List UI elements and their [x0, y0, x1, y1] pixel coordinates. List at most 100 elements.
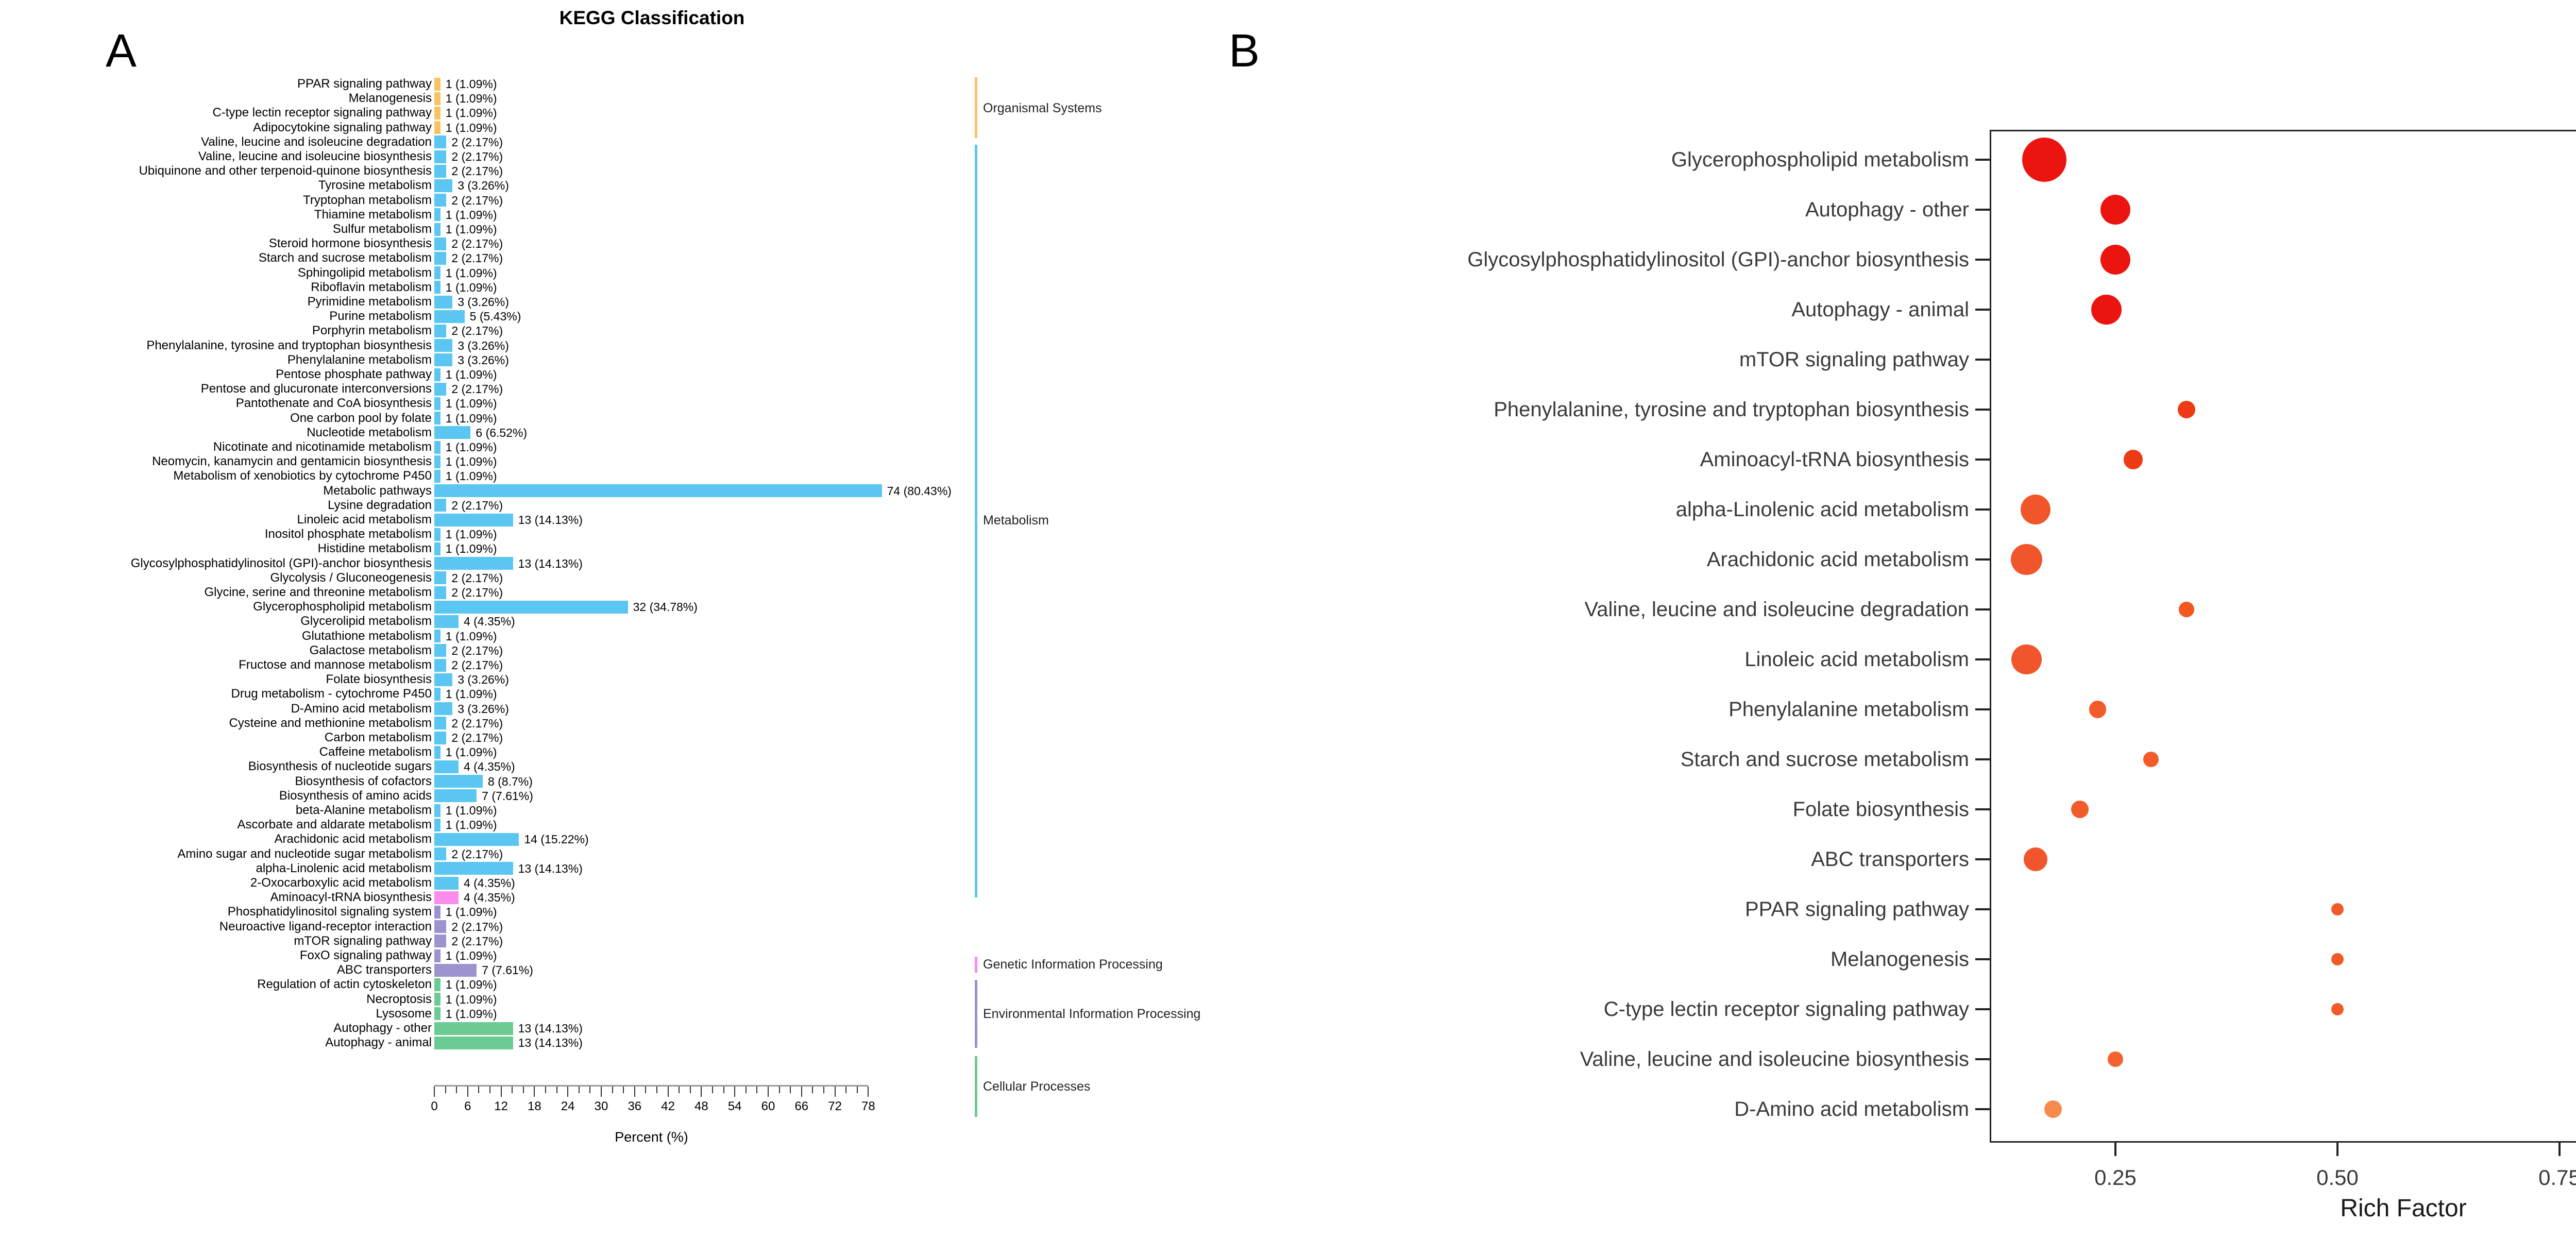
bar-row-label: Sphingolipid metabolism — [297, 265, 432, 280]
bar-row-label: Ubiquinone and other terpenoid-quinone b… — [139, 164, 432, 178]
bar-row-label: Galactose metabolism — [309, 643, 432, 657]
x-axis-minor-tick — [712, 1087, 713, 1093]
data-point-dot — [2071, 801, 2089, 818]
bar-value-label: 2 (2.17%) — [451, 498, 503, 512]
bar-value-label: 1 (1.09%) — [445, 280, 497, 294]
bar-value-label: 3 (3.26%) — [457, 179, 509, 193]
bar-row-label: Glycerolipid metabolism — [300, 614, 432, 629]
bar-row-label: Nucleotide metabolism — [307, 425, 432, 439]
bar-value-label: 4 (4.35%) — [463, 615, 515, 629]
bar — [434, 687, 440, 701]
bar — [434, 251, 447, 265]
bar-row-label: Glycerophospholipid metabolism — [253, 600, 432, 614]
bar-row-label: Metabolic pathways — [323, 483, 432, 498]
panel-b-dot-plot: B — [1185, 0, 2576, 1239]
data-point-dot — [2179, 602, 2194, 617]
bar-value-label: 1 (1.09%) — [445, 818, 497, 832]
bar — [434, 1036, 513, 1049]
bar-row-label: Regulation of actin cytoskeleton — [257, 977, 432, 992]
bar-row-label: Adipocytokine signaling pathway — [253, 120, 432, 134]
bar — [434, 1007, 440, 1021]
x-axis-major-tick — [567, 1087, 569, 1097]
x-axis-tick-label: 30 — [594, 1099, 608, 1113]
pathway-axis-label: ABC transporters — [1811, 848, 1969, 871]
bar-row-label: Nicotinate and nicotinamide metabolism — [213, 440, 432, 454]
pathway-axis-label: C-type lectin receptor signaling pathway — [1603, 998, 1969, 1021]
bar-row-label: beta-Alanine metabolism — [295, 803, 432, 817]
bar-value-label: 7 (7.61%) — [482, 963, 533, 977]
data-point-dot — [2044, 1100, 2062, 1118]
group-legend-label: Cellular Processes — [983, 1079, 1091, 1094]
x-axis-tick-label: 78 — [861, 1099, 875, 1113]
x-axis-major-tick — [768, 1087, 769, 1097]
y-axis-tick — [1975, 159, 1990, 161]
bar-value-label: 2 (2.17%) — [451, 324, 503, 338]
y-axis-tick — [1975, 1108, 1990, 1110]
bar-value-label: 1 (1.09%) — [445, 1007, 497, 1021]
x-axis-minor-tick — [845, 1087, 847, 1093]
x-axis-minor-tick — [545, 1087, 546, 1093]
bar-value-label: 1 (1.09%) — [445, 687, 497, 701]
bar — [434, 920, 447, 934]
x-axis-minor-tick — [856, 1087, 858, 1093]
pathway-axis-label: Glycosylphosphatidylinositol (GPI)-ancho… — [1467, 248, 1969, 271]
bar — [434, 440, 440, 454]
y-axis-tick — [1975, 958, 1990, 960]
bar-row-label: Glycine, serine and threonine metabolism — [204, 585, 432, 599]
x-axis-major-tick — [634, 1087, 635, 1097]
group-legend-line — [975, 957, 977, 973]
x-axis-minor-tick — [623, 1087, 624, 1093]
bar — [434, 77, 440, 91]
bar-row-label: alpha-Linolenic acid metabolism — [256, 861, 432, 875]
bar-value-label: 3 (3.26%) — [457, 673, 509, 687]
panel-a-title: KEGG Classification — [559, 7, 745, 28]
bar — [434, 876, 459, 890]
bar-row-label: Fructose and mannose metabolism — [239, 658, 432, 672]
x-axis-tick-label: 0.50 — [2316, 1165, 2359, 1190]
x-axis-major-tick — [534, 1087, 535, 1097]
pathway-axis-label: Arachidonic acid metabolism — [1706, 548, 1969, 571]
bar-value-label: 1 (1.09%) — [445, 469, 497, 483]
bar-value-label: 1 (1.09%) — [445, 905, 497, 919]
panel-b-x-axis-label: Rich Factor — [2340, 1195, 2467, 1222]
data-point-dot — [2091, 294, 2122, 325]
group-legend-line — [975, 145, 977, 897]
data-point-dot — [2020, 494, 2051, 525]
pathway-axis-label: Autophagy - animal — [1791, 298, 1969, 321]
bar — [434, 266, 440, 280]
panel-a-letter: A — [106, 25, 137, 77]
x-axis-minor-tick — [556, 1087, 557, 1093]
pathway-axis-label: Melanogenesis — [1830, 948, 1969, 971]
bar-value-label: 2 (2.17%) — [451, 164, 503, 178]
bar — [434, 164, 447, 178]
bar — [434, 760, 459, 773]
x-axis-minor-tick — [689, 1087, 691, 1093]
x-axis-minor-tick — [745, 1087, 747, 1093]
bar-row-label: Biosynthesis of nucleotide sugars — [248, 759, 432, 774]
bar-value-label: 8 (8.7%) — [487, 774, 533, 788]
bar-value-label: 1 (1.09%) — [445, 978, 497, 992]
bar-value-label: 1 (1.09%) — [445, 992, 497, 1006]
data-point-dot — [2011, 644, 2042, 675]
y-axis-tick — [1975, 259, 1990, 261]
y-axis-tick — [1975, 908, 1990, 910]
bar — [434, 949, 440, 962]
x-axis-tick-label: 0.25 — [2094, 1165, 2137, 1190]
bar-row-label: Valine, leucine and isoleucine degradati… — [201, 134, 432, 149]
bar-row-label: Neomycin, kanamycin and gentamicin biosy… — [152, 454, 432, 469]
bar-value-label: 1 (1.09%) — [445, 440, 497, 454]
pathway-axis-label: Linoleic acid metabolism — [1744, 648, 1969, 671]
y-axis-tick — [1975, 1008, 1990, 1010]
x-axis-minor-tick — [478, 1087, 480, 1093]
bar-row-label: Arachidonic acid metabolism — [274, 832, 432, 846]
x-axis-minor-tick — [790, 1087, 791, 1093]
x-axis-major-tick — [601, 1087, 602, 1097]
bar-row-label: Folate biosynthesis — [326, 672, 432, 687]
bar-row-label: Glutathione metabolism — [301, 629, 432, 643]
bar-row-label: Ascorbate and aldarate metabolism — [237, 818, 432, 832]
bar — [434, 194, 447, 207]
bar-value-label: 4 (4.35%) — [463, 891, 515, 905]
x-axis-tick — [2336, 1143, 2338, 1156]
x-axis-tick-label: 48 — [694, 1099, 708, 1113]
